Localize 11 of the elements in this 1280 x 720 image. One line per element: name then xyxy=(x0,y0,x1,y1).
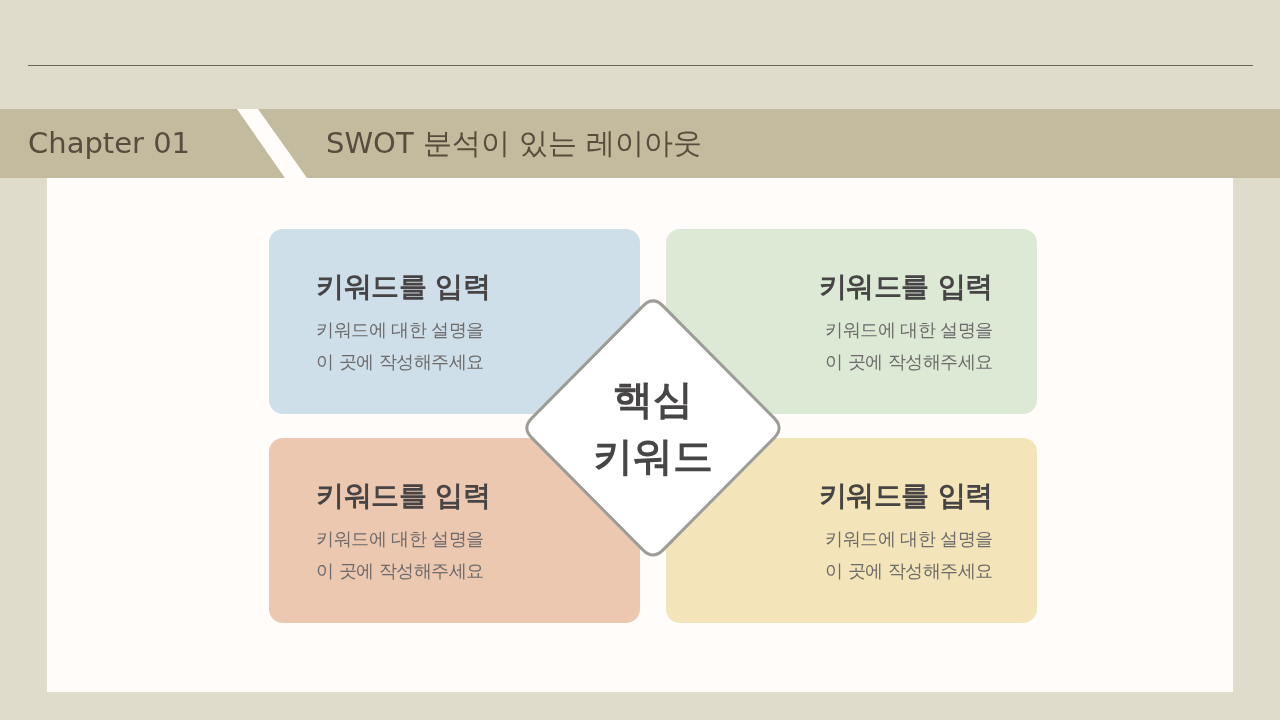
diamond-label: 핵심 키워드 xyxy=(592,375,714,481)
card-heading: 키워드를 입력 xyxy=(818,269,993,305)
card-description: 키워드에 대한 설명을 이 곳에 작성해주세요 xyxy=(316,318,485,374)
card-description: 키워드에 대한 설명을 이 곳에 작성해주세요 xyxy=(316,527,485,583)
card-heading: 키워드를 입력 xyxy=(316,478,491,514)
chapter-label: Chapter 01 xyxy=(28,125,191,162)
card-heading: 키워드를 입력 xyxy=(818,478,993,514)
card-description: 키워드에 대한 설명을 이 곳에 작성해주세요 xyxy=(824,527,993,583)
slide-title: SWOT 분석이 있는 레이아웃 xyxy=(326,125,703,162)
card-description: 키워드에 대한 설명을 이 곳에 작성해주세요 xyxy=(824,318,993,374)
card-heading: 키워드를 입력 xyxy=(316,269,491,305)
